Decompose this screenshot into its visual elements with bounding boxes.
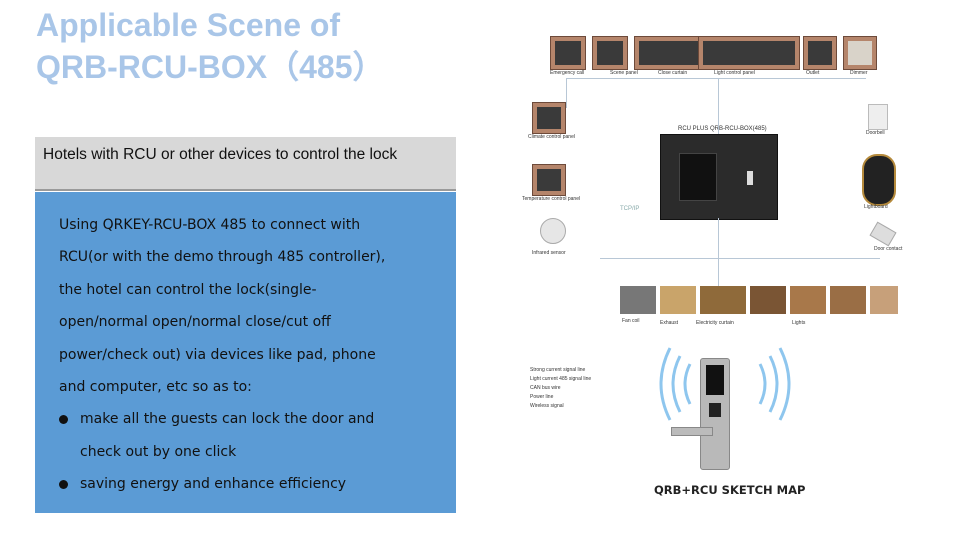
sketch-map-caption: QRB+RCU SKETCH MAP xyxy=(654,483,806,497)
lights-image-1 xyxy=(750,286,786,314)
fan-coil-image xyxy=(620,286,656,314)
scene-panel-image xyxy=(592,36,628,70)
thermostat-image xyxy=(532,164,566,196)
light-control-panel-image xyxy=(698,36,800,70)
page-title: Applicable Scene of QRB-RCU-BOX（485） xyxy=(36,4,385,88)
bullet-item: make all the guests can lock the door an… xyxy=(59,403,432,468)
legend-item: Wireless signal xyxy=(530,403,564,409)
label-fan-coil: Fan coil xyxy=(622,318,640,324)
label-outlet: Outlet xyxy=(806,70,820,76)
wireless-signal-icon xyxy=(659,347,791,421)
label-sensor: Infrared sensor xyxy=(532,250,566,256)
bullet-dot-icon xyxy=(59,415,68,425)
label-light-panel: Light control panel xyxy=(714,70,755,76)
body-line: RCU(or with the demo through 485 control… xyxy=(59,249,386,266)
bullet-item: saving energy and enhance efficiency xyxy=(59,468,432,500)
label-dimmer: Dimmer xyxy=(850,70,868,76)
legend-item: CAN bus wire xyxy=(530,385,561,391)
lightboard-image xyxy=(862,154,896,206)
label-climate: Climate control panel xyxy=(528,134,575,140)
curtain-motor-image xyxy=(700,286,746,314)
title-line-2: QRB-RCU-BOX（485） xyxy=(36,49,385,85)
body-line: and computer, etc so as to: xyxy=(59,379,252,396)
body-line: the hotel can control the lock(single- xyxy=(59,281,317,298)
box-label: RCU PLUS QRB-RCU-BOX(485) xyxy=(678,126,767,132)
title-line-1: Applicable Scene of xyxy=(36,7,341,43)
label-emergency: Emergency call xyxy=(550,70,585,76)
legend-item: Power line xyxy=(530,394,554,400)
body-line: power/check out) via devices like pad, p… xyxy=(59,346,376,363)
label-door-contact: Door contact xyxy=(874,246,903,252)
lights-image-4 xyxy=(870,286,898,314)
bullet-dot-icon xyxy=(59,480,68,490)
bullet-text: check out by one click xyxy=(80,443,237,460)
outlet-image xyxy=(803,36,837,70)
rcu-box-image xyxy=(660,134,778,220)
label-curtain-motor: Electricity curtain xyxy=(696,320,734,326)
label-card-switch: Lightboard xyxy=(864,204,888,210)
emergency-panel-image xyxy=(550,36,586,70)
label-curtain: Close curtain xyxy=(658,70,688,76)
label-exhaust: Exhaust xyxy=(660,320,679,326)
legend: Strong current signal line Light current… xyxy=(530,366,591,411)
sensor-icon xyxy=(540,218,566,244)
curtain-panel-image xyxy=(634,36,704,70)
body-line: open/normal open/normal close/cut off xyxy=(59,314,331,331)
door-contact-icon xyxy=(869,221,897,247)
label-lights: Lights xyxy=(792,320,806,326)
body-line: Using QRKEY-RCU-BOX 485 to connect with xyxy=(59,217,361,233)
legend-item: Strong current signal line xyxy=(530,367,586,373)
label-scene: Scene panel xyxy=(610,70,638,76)
climate-panel-image xyxy=(532,102,566,134)
legend-item: Light current 485 signal line xyxy=(530,376,592,382)
lights-image-2 xyxy=(790,286,826,314)
bullet-text: saving energy and enhance efficiency xyxy=(80,476,347,493)
lights-image-3 xyxy=(830,286,866,314)
label-doorbell: Doorbell xyxy=(866,130,885,136)
tcpip-label: TCP/IP xyxy=(620,206,640,212)
smart-lock-image xyxy=(671,358,730,470)
bullet-text: make all the guests can lock the door an… xyxy=(80,411,375,428)
doorbell-icon xyxy=(868,104,888,130)
exhaust-image xyxy=(660,286,696,314)
sketch-map-diagram: Emergency call Scene panel Close curtain… xyxy=(500,28,920,508)
panel-body: Using QRKEY-RCU-BOX 485 to connect with … xyxy=(35,192,456,513)
label-thermostat: Temperature control panel xyxy=(522,196,581,202)
dimmer-image xyxy=(843,36,877,70)
panel-heading: Hotels with RCU or other devices to cont… xyxy=(35,137,456,191)
